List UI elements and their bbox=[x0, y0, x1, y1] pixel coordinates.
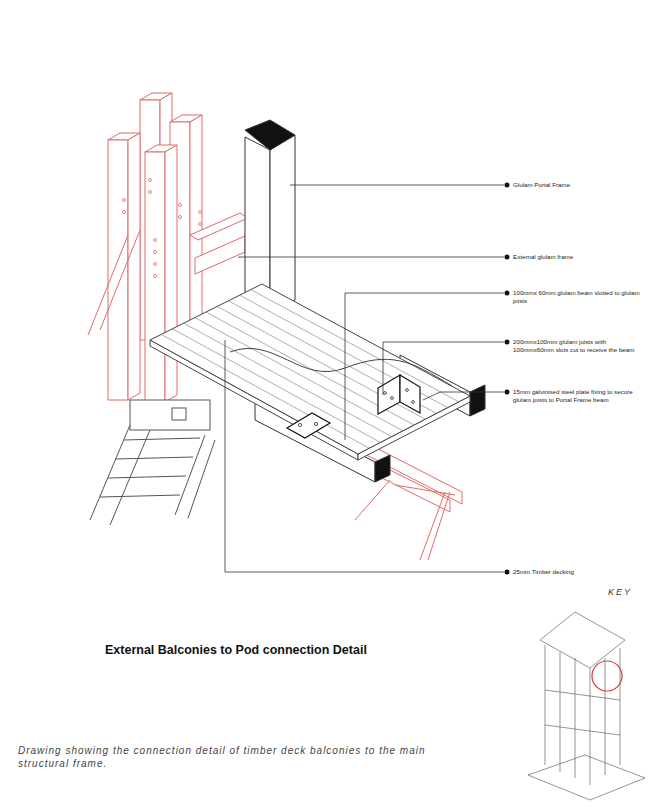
callout-label: 100mmx 60mm glulam beam slotted to glula… bbox=[513, 289, 645, 304]
callout-label: 25mm Timber decking bbox=[513, 568, 645, 576]
callout-label: 200mmx100mm glulam joists with 100mmx60m… bbox=[513, 338, 645, 353]
callout-label: Glulam Portal Frame bbox=[513, 181, 645, 189]
drawing-title: External Balconies to Pod connection Det… bbox=[105, 643, 367, 657]
drawing-caption: Drawing showing the connection detail of… bbox=[18, 744, 463, 770]
callout-label: 15mm galvinised steel plate fixing to se… bbox=[513, 388, 645, 403]
callout-label: External glulam frame bbox=[513, 253, 645, 261]
key-label: KEY bbox=[608, 587, 632, 597]
